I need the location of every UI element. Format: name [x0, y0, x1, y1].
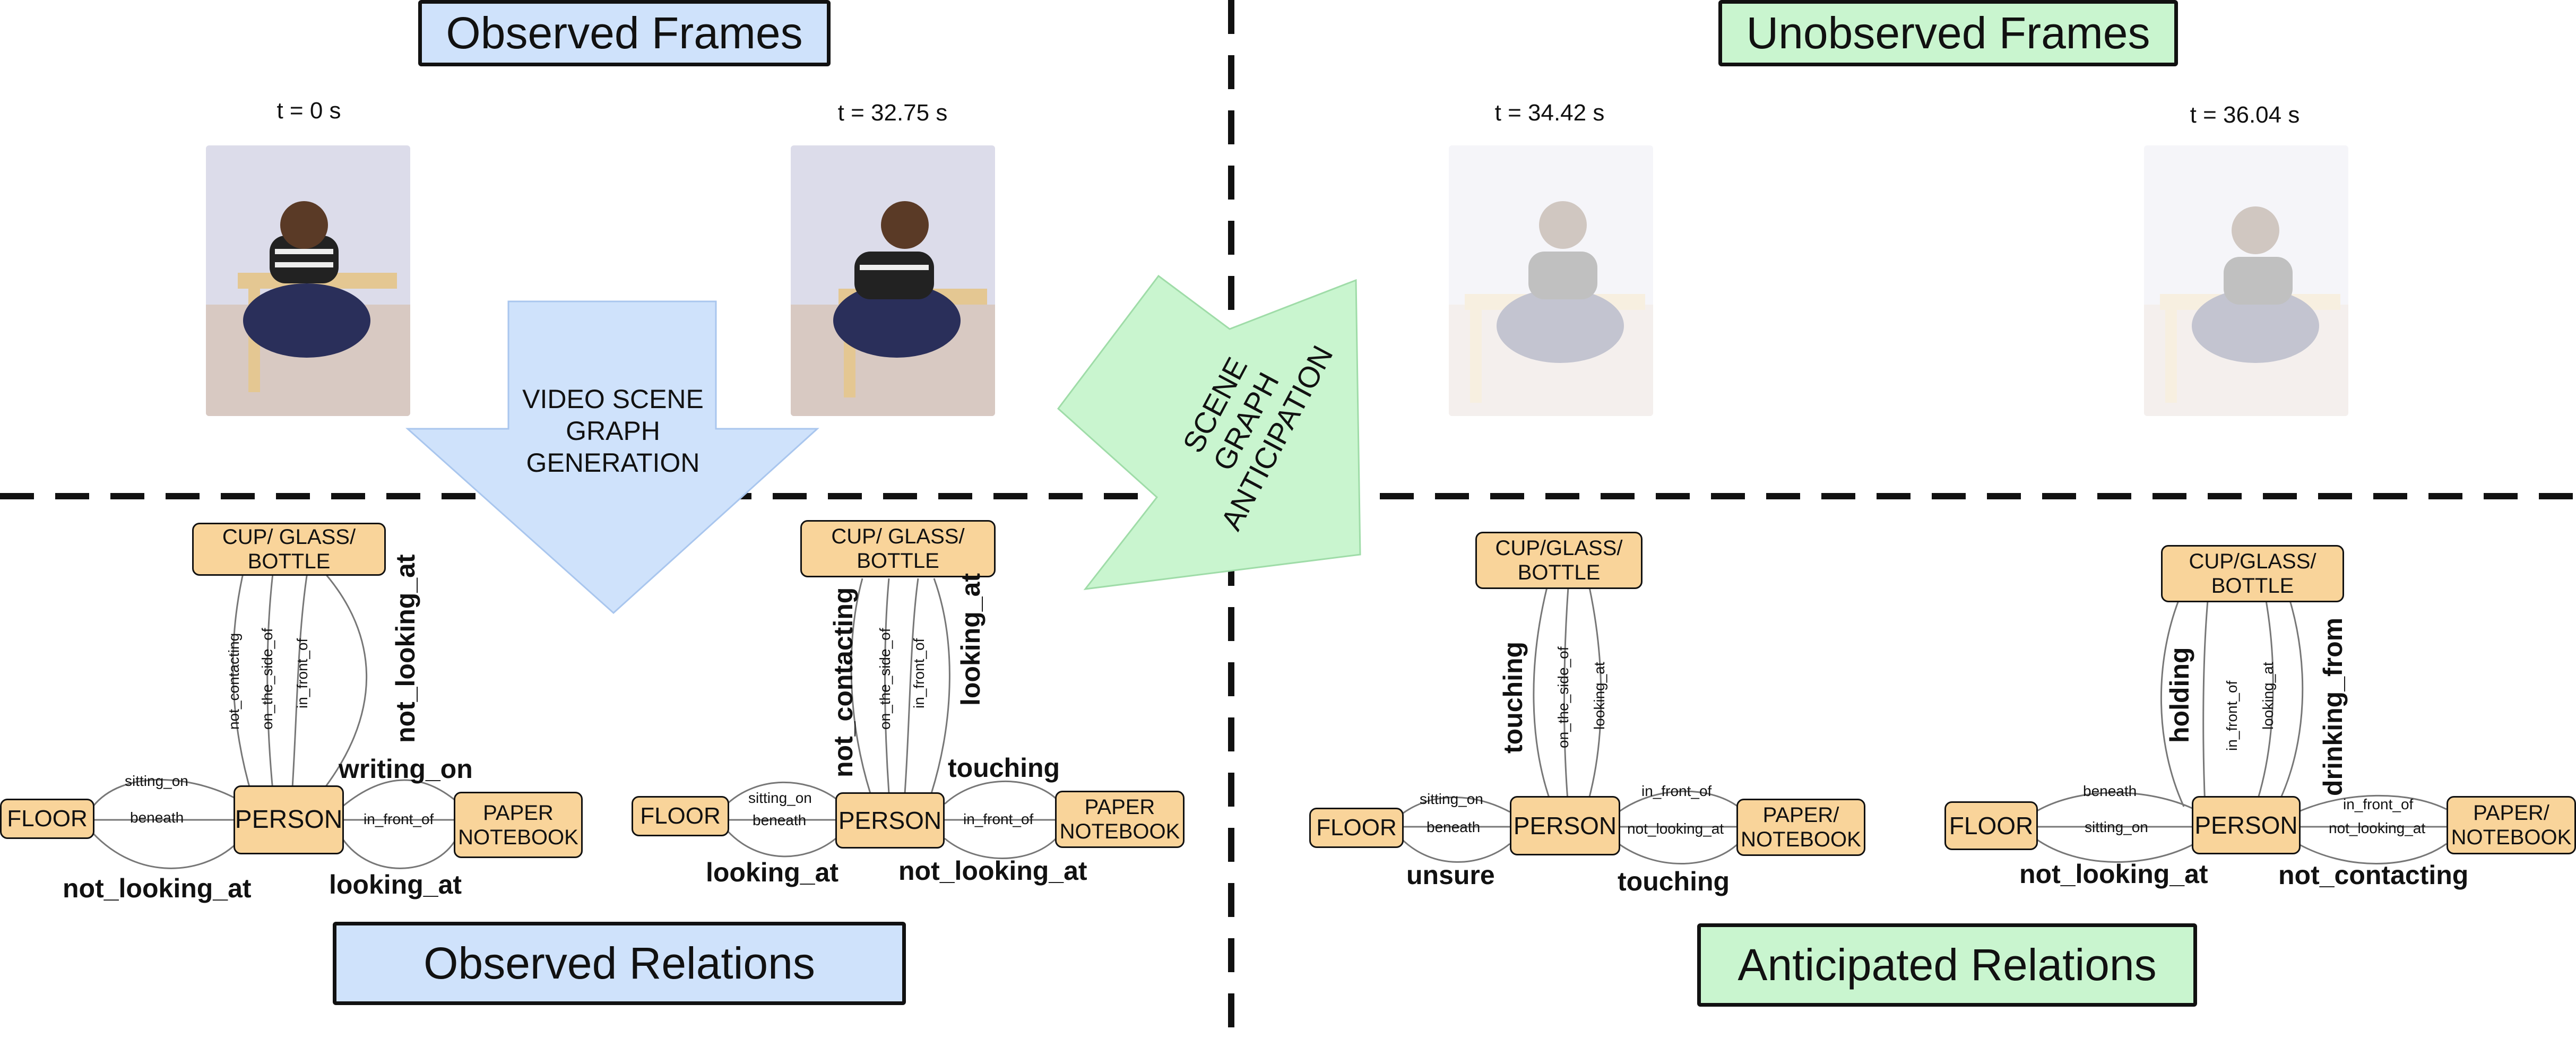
graph-4-edge-label: in_front_of — [2224, 680, 2240, 751]
node-label: CUP/ GLASS/ — [222, 525, 356, 549]
graph-1-edge-label: in_front_of — [294, 638, 310, 708]
node-label: PAPER/ — [1762, 803, 1839, 827]
graph-1-edge-label: looking_at — [329, 870, 462, 899]
graph-1-person-node: PERSON — [234, 785, 344, 854]
node-label: BOTTLE — [2211, 574, 2294, 598]
graph-1-edge-label: not_looking_at — [63, 873, 252, 903]
graph-3-edge-label: not_looking_at — [1627, 820, 1724, 837]
node-label: CUP/ GLASS/ — [831, 525, 965, 548]
graph-3-edges — [1400, 587, 1739, 864]
graph-2-paper-node: PAPER NOTEBOOK — [1055, 791, 1185, 848]
graph-2-edge-label: looking_at — [956, 573, 986, 706]
generation-label-line-3: GENERATION — [526, 448, 700, 478]
graph-3-edge-label: beneath — [1427, 819, 1481, 835]
graph-1-edge-label: sitting_on — [125, 773, 188, 789]
graph-2-edge-label: beneath — [753, 812, 807, 828]
node-label: CUP/GLASS/ — [2189, 550, 2316, 573]
graph-4-edge-label: not_looking_at — [2019, 859, 2208, 889]
graph-1-paper-node: PAPER NOTEBOOK — [454, 792, 583, 858]
node-label: PAPER — [1084, 795, 1155, 819]
node-label: CUP/GLASS/ — [1495, 537, 1623, 560]
timestamp-frame-4: t = 36.04 s — [2190, 102, 2300, 128]
node-label: NOTEBOOK — [1741, 828, 1861, 851]
node-label: BOTTLE — [247, 550, 331, 573]
observed-relations-header: Observed Relations — [333, 922, 906, 1005]
generation-label-line-2: GRAPH — [566, 416, 660, 446]
graph-4-edge-label: beneath — [2083, 783, 2137, 799]
graph-4-edges — [2035, 600, 2447, 864]
graph-1-edge-label: in_front_of — [364, 811, 434, 827]
graph-2-edge-label: not_looking_at — [898, 856, 1087, 886]
graph-1-floor-node: FLOOR — [0, 799, 94, 839]
node-label: NOTEBOOK — [1059, 820, 1180, 843]
frame-image-2 — [791, 145, 995, 416]
anticipated-relations-header: Anticipated Relations — [1697, 923, 2197, 1007]
node-label: BOTTLE — [857, 549, 939, 573]
generation-label-line-1: VIDEO SCENE — [522, 384, 704, 414]
node-label: PAPER — [483, 801, 554, 825]
graph-3-object-node: CUP/GLASS/ BOTTLE — [1475, 532, 1643, 589]
graph-1-edge-label: not_looking_at — [391, 554, 420, 743]
graph-4-paper-node: PAPER/ NOTEBOOK — [2447, 796, 2576, 854]
graph-4-edge-label: looking_at — [2260, 662, 2276, 730]
graph-4-edge-label: sitting_on — [2085, 819, 2148, 835]
graph-3-paper-node: PAPER/ NOTEBOOK — [1736, 799, 1865, 856]
graph-1-edge-label: beneath — [130, 809, 184, 826]
graph-4-person-node: PERSON — [2192, 796, 2301, 854]
graph-2-edge-label: looking_at — [706, 858, 839, 887]
generation-arrow — [405, 300, 819, 615]
graph-1-object-node: CUP/ GLASS/ BOTTLE — [192, 523, 386, 576]
graph-3-edge-label: unsure — [1406, 860, 1495, 890]
graph-4-edge-label: holding — [2165, 647, 2194, 743]
graph-4-floor-node: FLOOR — [1944, 801, 2038, 850]
graph-2-edge-label: touching — [948, 753, 1060, 783]
graph-3-edge-label: touching — [1498, 641, 1528, 754]
generation-arrow-label: VIDEO SCENE GRAPH GENERATION — [499, 383, 727, 479]
graph-4-edge-label: drinking_from — [2318, 617, 2348, 796]
graph-4-object-node: CUP/GLASS/ BOTTLE — [2161, 545, 2344, 602]
graph-3-edge-label: looking_at — [1591, 662, 1607, 730]
graph-2-object-node: CUP/ GLASS/ BOTTLE — [800, 520, 996, 577]
graph-2-edges — [726, 578, 1057, 859]
graph-3-edge-label: on_the_side_of — [1555, 646, 1571, 748]
graph-4-edge-label: not_contacting — [2278, 860, 2469, 890]
node-label: NOTEBOOK — [2451, 826, 2572, 849]
node-label: BOTTLE — [1517, 561, 1601, 584]
graph-2-edge-label: in_front_of — [963, 811, 1034, 827]
graph-1-edge-label: not_contacting — [226, 633, 242, 730]
graph-3-person-node: PERSON — [1510, 796, 1620, 855]
graph-3-edge-label: sitting_on — [1420, 791, 1483, 807]
graph-1-edge-label: on_the_side_of — [259, 628, 275, 730]
node-label: PAPER/ — [2473, 801, 2549, 825]
node-label: NOTEBOOK — [458, 825, 578, 849]
graph-4-edge-label: not_looking_at — [2329, 820, 2426, 836]
frame-image-3 — [1449, 145, 1653, 416]
timestamp-frame-3: t = 34.42 s — [1494, 100, 1605, 126]
frame-image-4 — [2144, 145, 2348, 416]
graph-2-edge-label: on_the_side_of — [877, 628, 893, 730]
graph-4-edge-label: in_front_of — [2343, 796, 2414, 812]
timestamp-frame-1: t = 0 s — [276, 98, 341, 124]
graph-2-edge-label: in_front_of — [911, 638, 927, 708]
graph-3-edge-label: touching — [1618, 867, 1730, 896]
graph-1-edge-label: writing_on — [339, 754, 473, 784]
anticipation-arrow — [1057, 274, 1361, 590]
graph-2-edge-label: sitting_on — [748, 790, 812, 806]
observed-frames-header: Observed Frames — [418, 0, 831, 66]
graph-2-person-node: PERSON — [835, 792, 945, 849]
graph-1-edges — [92, 568, 457, 869]
timestamp-frame-2: t = 32.75 s — [837, 100, 948, 126]
frame-image-1 — [206, 145, 410, 416]
graph-2-floor-node: FLOOR — [632, 796, 729, 836]
unobserved-frames-header: Unobserved Frames — [1718, 0, 2178, 66]
graph-3-floor-node: FLOOR — [1309, 808, 1404, 848]
graph-2-edge-label: not_contacting — [828, 587, 858, 777]
graph-3-edge-label: in_front_of — [1641, 783, 1712, 799]
